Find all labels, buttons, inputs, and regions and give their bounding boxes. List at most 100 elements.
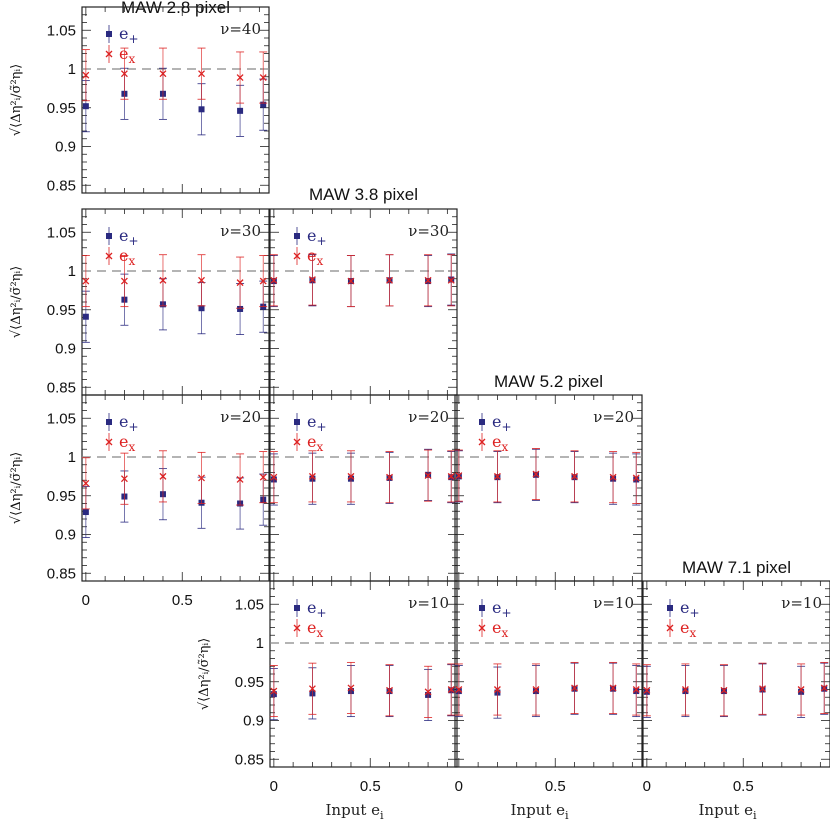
y-tick-label: 0.95 — [235, 674, 264, 691]
x-tick-label: 0.5 — [360, 778, 381, 795]
panel-title: MAW 5.2 pixel — [494, 372, 603, 391]
point-e-cross — [424, 276, 432, 284]
legend-label-e-cross: ex — [492, 432, 508, 454]
point-e-cross — [347, 472, 355, 480]
legend-marker-e-plus — [294, 605, 300, 611]
x-axis-label: Input ei — [699, 801, 758, 822]
point-e-cross — [797, 686, 805, 693]
point-e-cross — [259, 74, 267, 81]
point-e-cross — [681, 686, 689, 693]
point-e-cross — [308, 685, 316, 693]
point-e-cross — [236, 279, 244, 287]
legend-marker-e-plus — [667, 605, 673, 611]
point-e-cross — [270, 687, 278, 695]
point-e-cross — [308, 472, 316, 480]
y-tick-label: 1.05 — [235, 596, 264, 613]
point-e-plus — [82, 103, 89, 110]
legend-label-e-plus: e+ — [680, 598, 700, 620]
legend-label-e-cross: ex — [119, 246, 135, 268]
point-e-cross — [120, 277, 128, 285]
point-e-plus — [198, 106, 205, 113]
point-e-cross — [159, 70, 167, 78]
x-axis-label: Input ei — [511, 801, 570, 822]
y-tick-label: 1 — [68, 449, 76, 466]
y-axis-label: √⟨Δη²ᵢ/σ̃²ηᵢ⟩ — [9, 64, 24, 136]
legend-marker-e-cross — [666, 624, 674, 632]
point-e-cross — [609, 473, 617, 481]
point-e-cross — [447, 472, 455, 480]
legend-label-e-cross: ex — [119, 44, 135, 66]
point-e-cross — [270, 276, 278, 284]
point-e-cross — [159, 472, 167, 480]
point-e-cross — [82, 71, 90, 79]
point-e-cross — [571, 684, 578, 692]
y-tick-label: 1 — [68, 61, 76, 78]
legend-label-e-plus: e+ — [307, 226, 327, 248]
legend-marker-e-plus — [294, 233, 300, 239]
point-e-cross — [632, 474, 640, 482]
x-tick-label: 0.5 — [545, 778, 566, 795]
point-e-cross — [159, 276, 167, 284]
y-tick-label: 0.9 — [55, 341, 76, 358]
y-tick-label: 1.05 — [47, 22, 76, 39]
legend-label-e-cross: ex — [492, 618, 508, 640]
point-e-cross — [447, 276, 455, 284]
legend-label-e-plus: e+ — [492, 412, 512, 434]
legend-label-e-plus: e+ — [119, 412, 139, 434]
nu-label: ν=10 — [781, 594, 822, 612]
y-tick-label: 1 — [256, 635, 264, 652]
point-e-cross — [120, 70, 128, 78]
y-axis-label: √⟨Δη²ᵢ/σ̃²ηᵢ⟩ — [9, 266, 24, 338]
y-axis-label: √⟨Δη²ᵢ/σ̃²ηᵢ⟩ — [9, 452, 24, 524]
nu-label: ν=20 — [220, 408, 261, 426]
legend-marker-e-plus — [106, 419, 112, 425]
legend-label-e-cross: ex — [119, 432, 135, 454]
point-e-cross — [198, 70, 205, 78]
point-e-cross — [643, 686, 651, 694]
point-e-plus — [82, 509, 89, 516]
legend-marker-e-cross — [105, 438, 113, 446]
legend-marker-e-plus — [479, 419, 485, 425]
point-e-cross — [82, 479, 90, 487]
point-e-cross — [347, 684, 355, 692]
point-e-cross — [347, 277, 355, 285]
point-e-cross — [386, 686, 393, 694]
panel-title: MAW 2.8 pixel — [121, 0, 230, 17]
point-e-cross — [532, 686, 540, 693]
point-e-cross — [236, 74, 244, 81]
y-tick-label: 0.95 — [47, 100, 76, 117]
point-e-cross — [447, 686, 455, 693]
nu-label: ν=10 — [593, 594, 634, 612]
point-e-cross — [386, 473, 393, 481]
point-e-cross — [424, 688, 432, 696]
nu-label: ν=20 — [408, 408, 449, 426]
point-e-cross — [609, 684, 617, 692]
nu-label: ν=20 — [593, 408, 634, 426]
y-tick-label: 0.85 — [235, 751, 264, 768]
legend-label-e-plus: e+ — [307, 598, 327, 620]
legend-marker-e-cross — [293, 252, 301, 260]
y-tick-label: 1 — [68, 263, 76, 280]
x-tick-label: 0 — [455, 778, 463, 795]
legend-label-e-plus: e+ — [119, 226, 139, 248]
point-e-cross — [455, 472, 463, 480]
y-tick-label: 0.85 — [47, 565, 76, 582]
legend-marker-e-plus — [106, 31, 112, 37]
point-e-cross — [571, 472, 578, 480]
point-e-cross — [236, 476, 244, 483]
x-axis-label: Input ei — [326, 801, 385, 822]
panel: ν=20e+ex — [269, 394, 458, 582]
point-e-plus — [198, 305, 205, 312]
legend-label-e-cross: ex — [680, 618, 696, 640]
x-tick-label: 0.5 — [733, 778, 754, 795]
point-e-cross — [386, 276, 393, 284]
point-e-cross — [424, 472, 432, 480]
point-e-cross — [632, 686, 640, 693]
legend-label-e-plus: e+ — [119, 24, 139, 46]
point-e-cross — [493, 686, 501, 693]
